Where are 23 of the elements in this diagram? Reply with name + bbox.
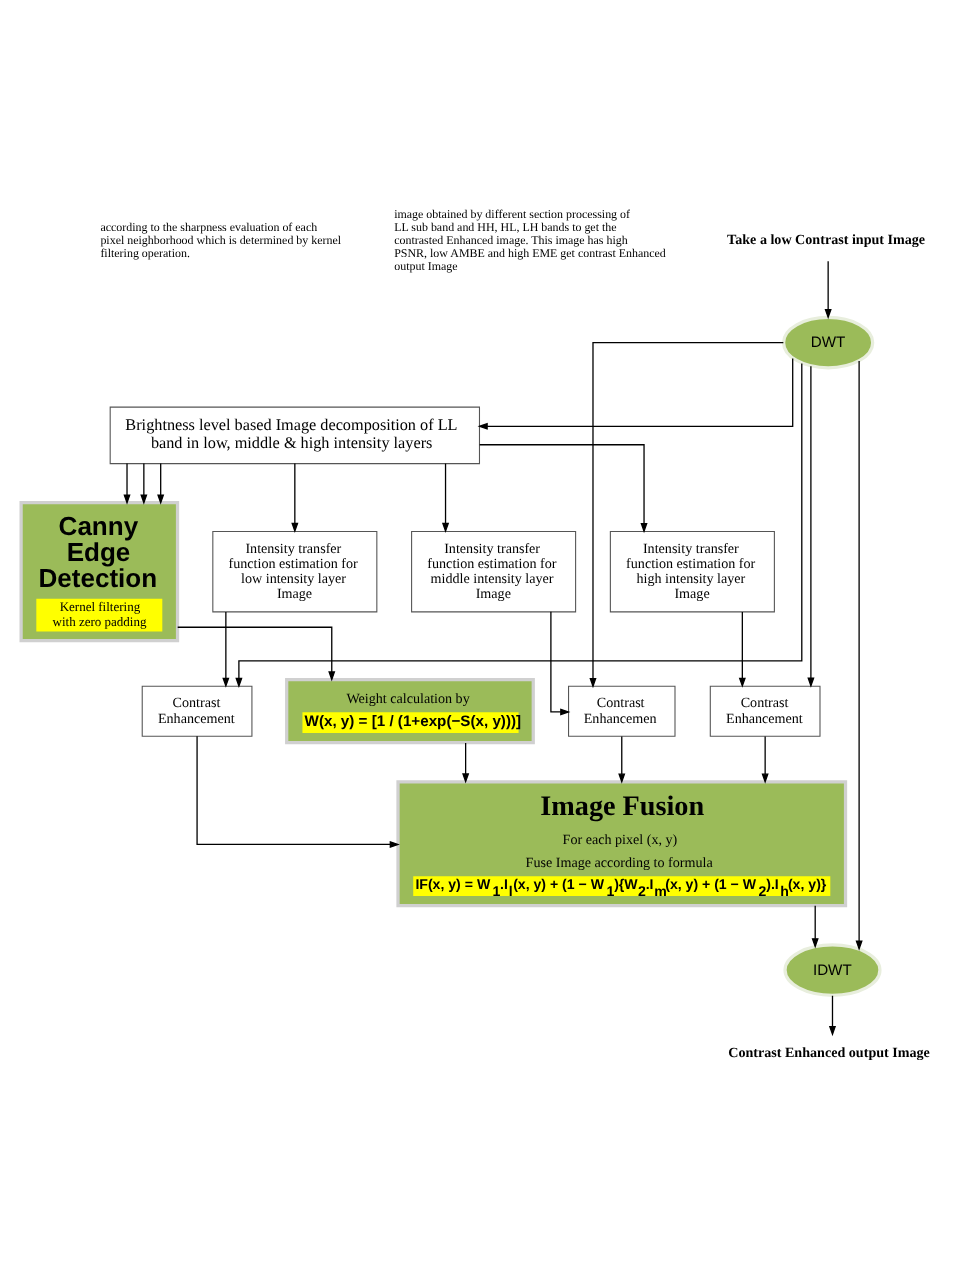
arrow — [618, 734, 626, 783]
arrow — [855, 359, 863, 950]
arrow — [222, 610, 230, 687]
arrow — [761, 734, 769, 783]
arrow — [140, 461, 148, 504]
arrow — [479, 443, 648, 533]
arrow — [824, 259, 832, 319]
arrow — [550, 610, 571, 715]
arrow — [291, 461, 299, 532]
arrow — [441, 461, 450, 532]
arrow — [738, 610, 746, 687]
arrow — [811, 904, 819, 948]
arrow — [807, 364, 815, 687]
arrow — [477, 356, 794, 429]
arrow — [589, 341, 784, 688]
arrow — [828, 994, 837, 1036]
arrow — [157, 461, 165, 504]
arrow — [196, 734, 400, 848]
arrow — [123, 461, 131, 504]
arrow — [235, 361, 803, 688]
node-box: Brightness level based Image decomposition of LL band in low, middle & high intensity layers — [109, 405, 481, 464]
arrow — [177, 625, 336, 681]
arrow — [462, 741, 470, 783]
